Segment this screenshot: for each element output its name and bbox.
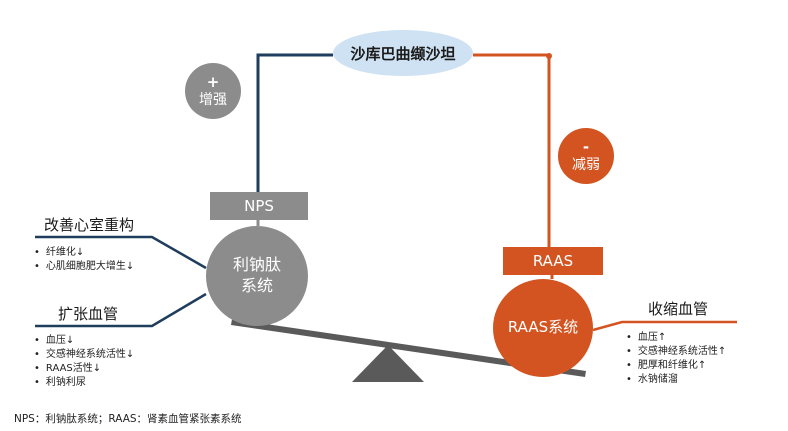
- drug-title: 沙库巴曲缬沙坦: [333, 30, 473, 76]
- right-callout-line: [592, 320, 737, 332]
- nps-circle-line1: 利钠肽: [232, 255, 281, 275]
- list-item: RAAS活性↓: [34, 362, 134, 376]
- enhance-label: 增强: [199, 91, 227, 108]
- left-bottom-callout-line: [35, 292, 207, 328]
- nps-label-box: NPS: [210, 192, 308, 220]
- enhance-badge: + 增强: [185, 63, 241, 119]
- list-item: 水钠储溜: [626, 373, 726, 387]
- left-top-heading: 改善心室重构: [44, 216, 135, 234]
- list-item: 肥厚和纤维化↑: [626, 359, 726, 373]
- weaken-badge: - 减弱: [558, 128, 614, 184]
- left-bottom-list: 血压↓ 交感神经系统活性↓ RAAS活性↓ 利钠利尿: [34, 334, 134, 390]
- list-item: 血压↑: [626, 331, 726, 345]
- list-item: 利钠利尿: [34, 376, 134, 390]
- raas-label-box: RAAS: [503, 247, 603, 275]
- right-list: 血压↑ 交感神经系统活性↑ 肥厚和纤维化↑ 水钠储溜: [626, 331, 726, 387]
- nps-system-circle: 利钠肽 系统: [206, 226, 308, 326]
- fulcrum-triangle: [352, 345, 424, 382]
- right-heading: 收缩血管: [648, 300, 709, 318]
- list-item: 交感神经系统活性↓: [34, 348, 134, 362]
- footnote: NPS：利钠肽系统；RAAS：肾素血管紧张素系统: [14, 413, 242, 425]
- balance-beam: [231, 319, 586, 377]
- list-item: 纤维化↓: [34, 246, 134, 260]
- left-top-list: 纤维化↓ 心肌细胞肥大增生↓: [34, 246, 134, 274]
- plus-icon: +: [206, 73, 220, 92]
- list-item: 血压↓: [34, 334, 134, 348]
- minus-icon: -: [582, 138, 590, 157]
- left-top-callout-line: [35, 235, 207, 270]
- left-bottom-heading: 扩张血管: [58, 305, 119, 323]
- nps-circle-line2: 系统: [240, 276, 273, 295]
- raas-connector-line: [473, 53, 551, 247]
- raas-connector-dot: [546, 53, 552, 59]
- list-item: 心肌细胞肥大增生↓: [34, 260, 134, 274]
- weaken-label: 减弱: [572, 156, 600, 173]
- raas-system-circle: RAAS系统: [493, 279, 593, 377]
- nps-connector-line: [256, 53, 333, 192]
- list-item: 交感神经系统活性↑: [626, 345, 726, 359]
